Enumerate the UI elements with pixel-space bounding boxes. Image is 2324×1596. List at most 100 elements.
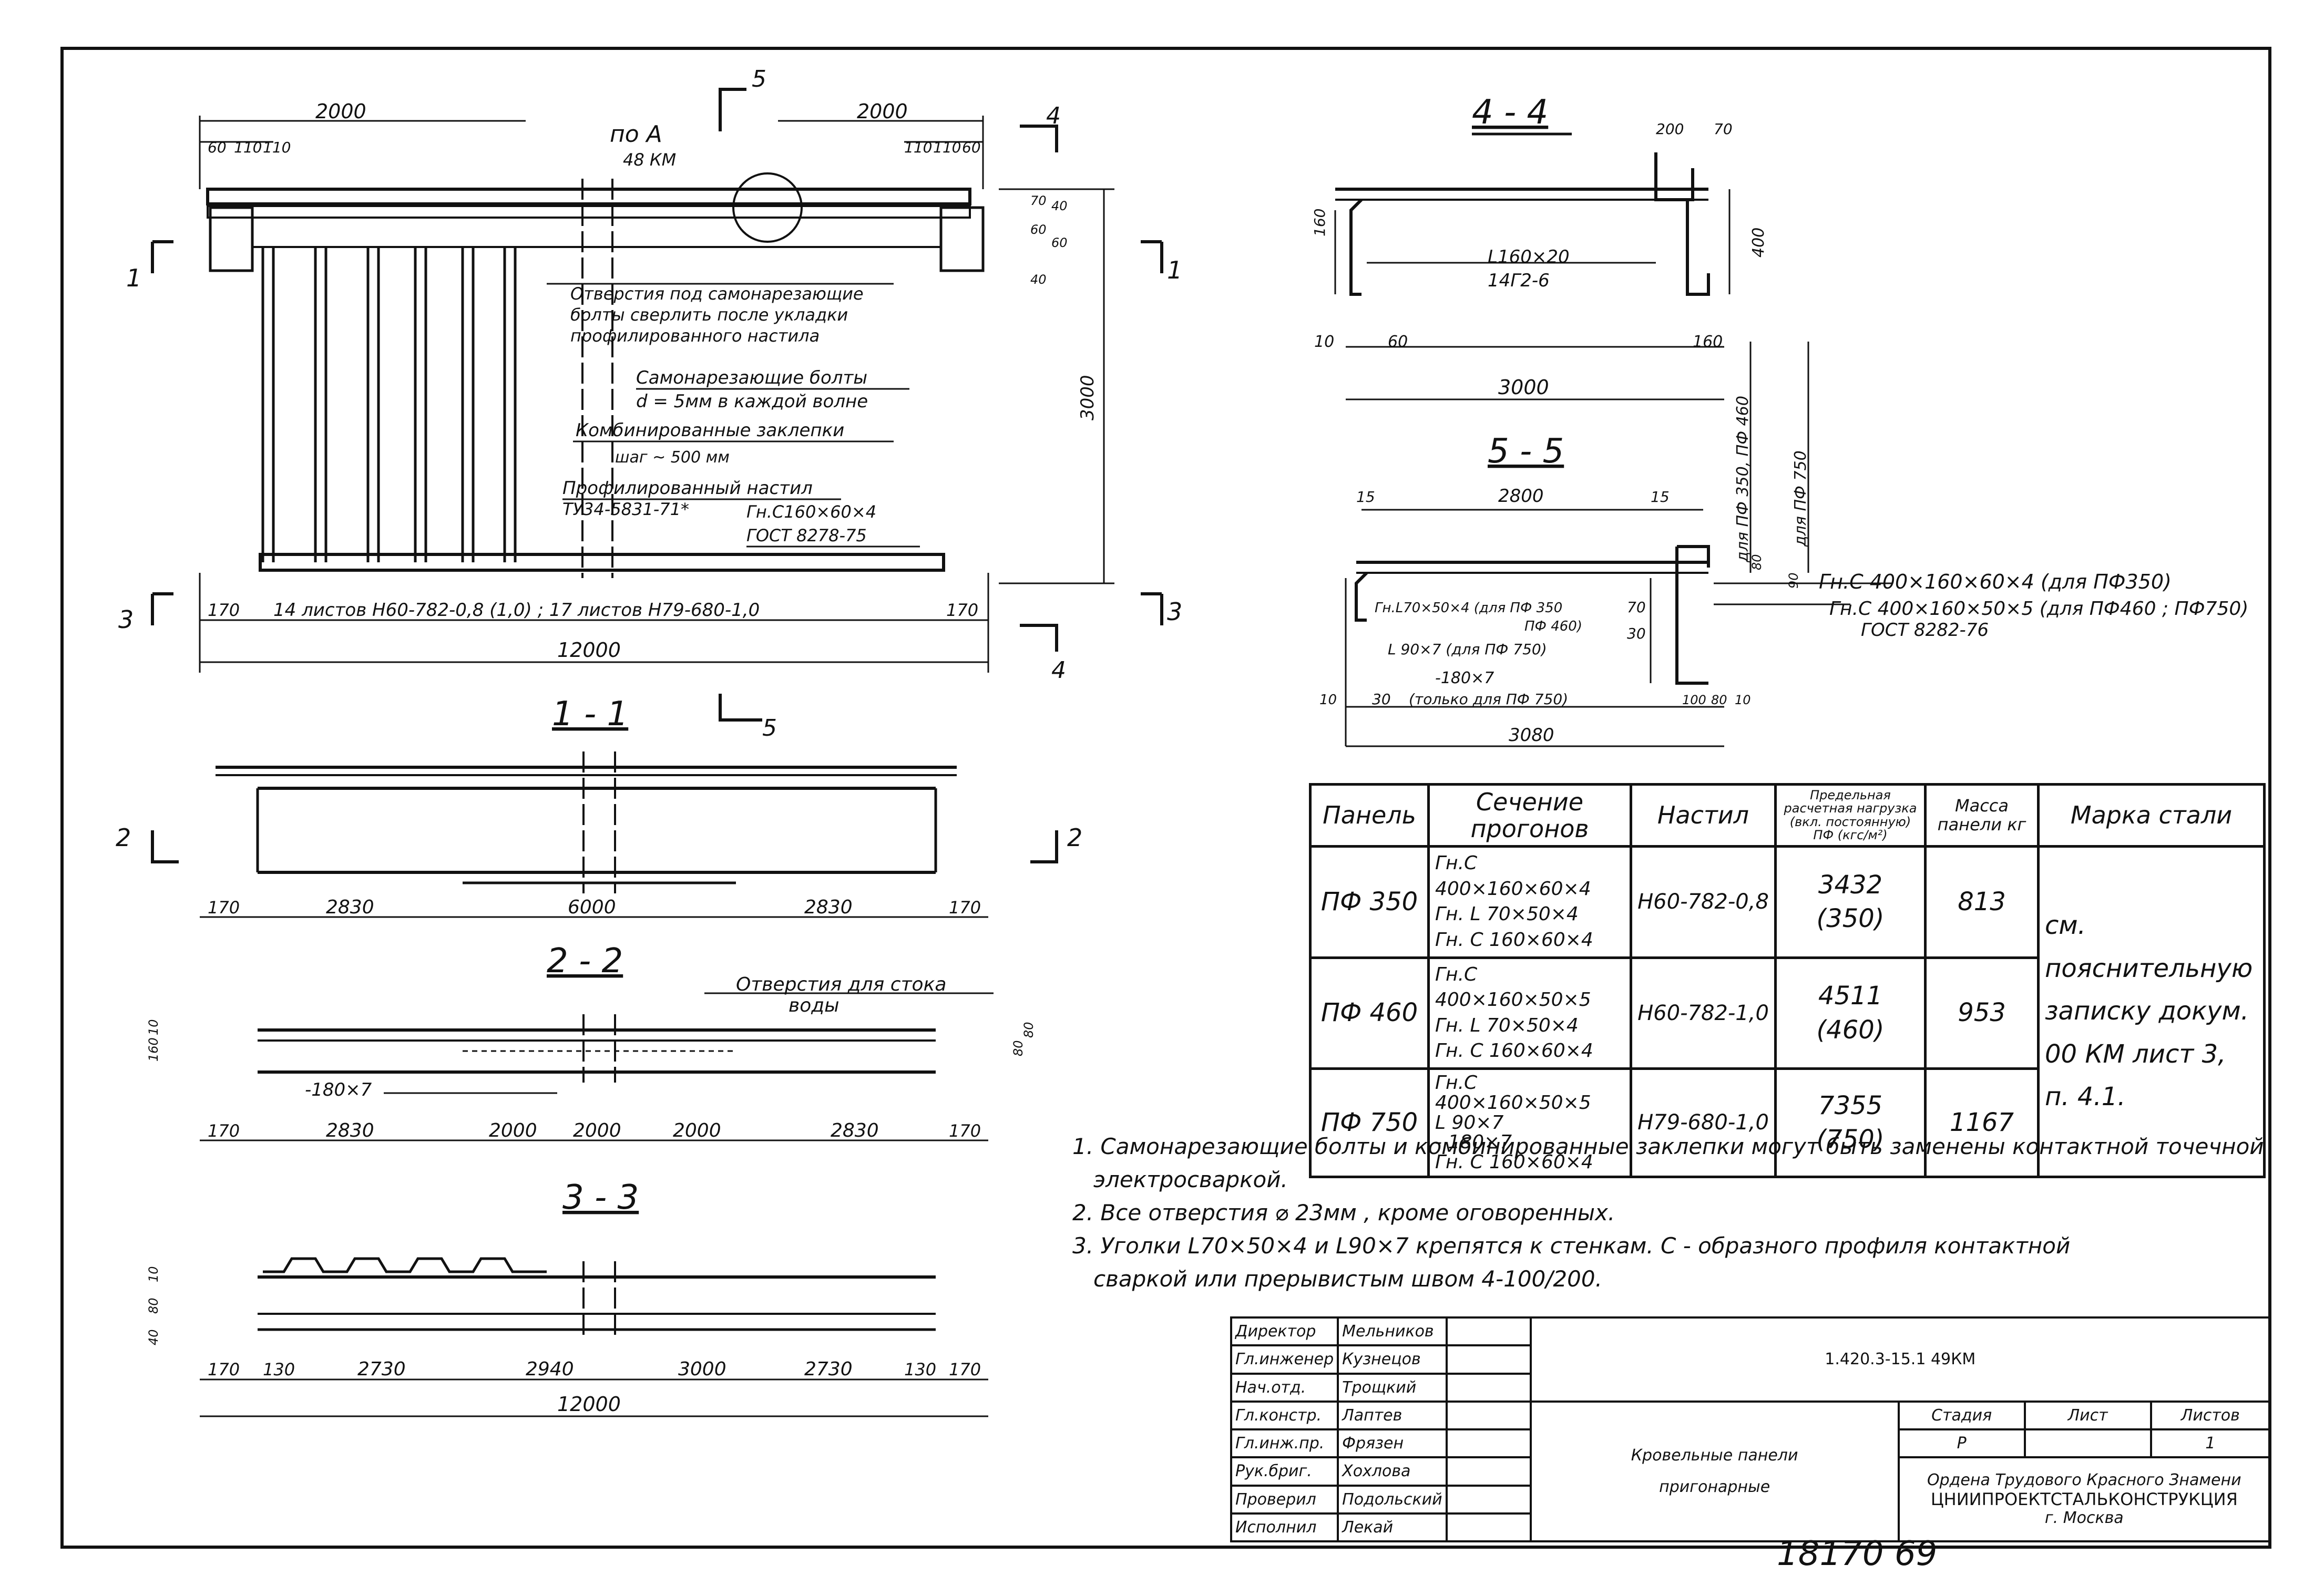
steel-note-line: записку докум. (2045, 996, 2249, 1026)
section-3-3-drawing (200, 1257, 988, 1417)
plan-note-deck-1: Профилированный настил (562, 478, 813, 499)
section-line: - 180×7 (1435, 1131, 1512, 1154)
section-line: Гн.С 400×160×50×5 (1435, 963, 1591, 1011)
sec11-dim-3: 2830 (804, 897, 853, 918)
sec33-dim-10: 10 (146, 1266, 161, 1282)
steel-note-line: п. 4.1. (2045, 1082, 2126, 1112)
sec22-dim-1: 2830 (326, 1120, 374, 1141)
plan-section-5: 5 (752, 66, 766, 92)
table-cell-load: 7355 (750) (1774, 1067, 1927, 1178)
load-value: 4511 (1818, 981, 1883, 1011)
sec55-dim-10: 10 (1319, 692, 1337, 708)
drawing-title-line: пригонарные (1659, 1477, 1770, 1496)
sec11-dim-0: 170 (208, 898, 240, 918)
sec44-angle-2: 14Г2-6 (1488, 270, 1550, 291)
stamp-col-sheets: Листов (2149, 1400, 2271, 1431)
stamp-name: Трощкий (1337, 1372, 1448, 1403)
plan-dim-r0: 70 (1030, 193, 1047, 208)
sec44-dim-400: 400 (1749, 228, 1768, 258)
stamp-sheets-value: 1 (2149, 1428, 2271, 1459)
stamp-name: Кузнецов (1337, 1344, 1448, 1375)
sec55-angle1-1: Гн.L70×50×4 (для ПФ 350 (1375, 600, 1562, 616)
organization: Ордена Трудового Красного Знамени ЦНИИПР… (1897, 1456, 2271, 1542)
table-row: ПФ 350 Гн.С 400×160×60×4 Гн. L 70×50×4 Г… (1309, 845, 2266, 1178)
sec44-angle-1: L160×20 (1488, 246, 1570, 267)
stamp-role: Гл.констр. (1230, 1400, 1339, 1431)
section-line: Гн. L 70×50×4 (1435, 1014, 1579, 1036)
table-header-deck: Настил (1630, 782, 1777, 848)
plan-note-holes-2: болты сверлить после укладки (570, 305, 848, 325)
panel-spec-table: Панель Сечение прогонов Настил Предельна… (1309, 782, 2266, 1178)
plan-note-holes-1: Отверстия под самонарезающие (570, 284, 864, 304)
table-row: ПФ 460 Гн.С 400×160×50×5 Гн. L 70×50×4 Г… (1309, 956, 2265, 1070)
note-line: электросваркой. (1093, 1167, 1288, 1192)
sec22-dim-4: 2000 (673, 1120, 721, 1141)
sec33-dim-0: 170 (208, 1360, 240, 1379)
table-cell-sections: Гн.С 400×160×60×4 Гн. L 70×50×4 Гн. С 16… (1427, 845, 1632, 959)
table-cell-load: 4511 (460) (1774, 956, 1927, 1070)
plan-note-bolts-2: d = 5мм в каждой волне (636, 391, 868, 412)
sec44-dim-10: 10 (1314, 333, 1334, 351)
note-line: сваркой или прерывистым швом 4-100/200. (1093, 1266, 1602, 1292)
table-cell-steel-note: см. пояснительную записку докум. 00 КМ л… (2037, 845, 2266, 1178)
sec55-channel-2: Гн.С 400×160×50×5 (для ПФ460 ; ПФ750) (1829, 598, 2248, 620)
table-header-sections: Сечение прогонов (1427, 782, 1632, 848)
table-header-steel: Марка стали (2037, 782, 2266, 848)
plan-dim-110c: 110 (904, 139, 932, 156)
plan-dim-height: 3000 (1077, 375, 1098, 420)
sec55-dim-2800: 2800 (1498, 486, 1544, 507)
plan-dim-total: 12000 (557, 639, 621, 662)
plan-view (151, 88, 1163, 722)
plan-note-holes-3: профилированного настила (570, 326, 820, 346)
sec22-dim-6: 170 (949, 1121, 981, 1141)
steel-note-line: 00 КМ лист 3, (2045, 1039, 2226, 1069)
sec55-channel-1: Гн.С 400×160×60×4 (для ПФ350) (1819, 570, 2172, 593)
stamp-name: Лаптев (1337, 1400, 1448, 1431)
sec11-section-2-right: 2 (1067, 823, 1082, 852)
stamp-signature (1445, 1484, 1532, 1515)
sec22-dim-2: 2000 (489, 1120, 537, 1141)
drawing-title: Кровельные панели пригонарные (1529, 1400, 1900, 1543)
plan-note-channel-1: Гн.С160×60×4 (746, 502, 876, 522)
load-value: 3432 (1818, 870, 1883, 900)
sec55-dim-30: 30 (1627, 625, 1646, 642)
plan-note-rivets-2: шаг ~ 500 мм (615, 448, 730, 467)
section-1-1-drawing (151, 751, 1058, 918)
sec55-dim-3080: 3080 (1509, 725, 1554, 746)
load-value-kgs: (350) (1816, 904, 1885, 934)
organization-line: г. Москва (2044, 1508, 2124, 1527)
sec55-dim-side-80: 80 (1749, 554, 1764, 570)
sec44-dim-60: 60 (1388, 333, 1408, 351)
sec55-dim-30b: 30 (1372, 691, 1391, 708)
table-header-row: Панель Сечение прогонов Настил Предельна… (1309, 782, 2266, 848)
sec22-plate: -180×7 (305, 1079, 372, 1100)
stamp-role: Гл.инженер (1230, 1344, 1339, 1375)
plan-dim-170-left: 170 (208, 600, 240, 620)
sec22-dim-10: 10 (146, 1019, 161, 1035)
stamp-col-sheet: Лист (2023, 1400, 2152, 1431)
sec55-plate-1: -180×7 (1435, 669, 1494, 687)
drawing-code: 1.420.3-15.1 49КМ (1529, 1316, 2271, 1403)
section-line: Гн.С 400×160×60×4 (1435, 852, 1591, 900)
plan-dim-top-right: 2000 (857, 100, 908, 123)
sec44-dim-200: 200 (1656, 120, 1684, 138)
sec22-dim-80a: 80 (1011, 1040, 1026, 1056)
sec44-dim-3000: 3000 (1498, 376, 1549, 399)
section-5-5-title: 5 - 5 (1488, 432, 1564, 471)
table-cell-load: 3432 (350) (1774, 845, 1927, 959)
table-cell-sections: Гн.С 400×160×50×5 Гн. L 70×50×4 Гн. С 16… (1427, 956, 1632, 1070)
stamp-sheet-value (2023, 1428, 2152, 1459)
sec22-drain-1: Отверстия для стока (736, 974, 946, 995)
sec11-dim-1: 2830 (326, 897, 374, 918)
table-cell-mass: 953 (1924, 956, 2040, 1070)
plan-callout-a-sub: 48 КМ (623, 150, 676, 170)
plan-dim-r1: 40 (1051, 199, 1068, 213)
plan-note-channel-2: ГОСТ 8278-75 (746, 526, 867, 545)
title-block: Директор Мельников 1.420.3-15.1 49КМ Гл.… (1230, 1316, 2271, 1543)
plan-section-1-left: 1 (126, 264, 141, 292)
sec33-dim-total: 12000 (557, 1393, 621, 1416)
table-cell-mass: 1167 (1924, 1067, 2040, 1178)
plan-sheets-text: 14 листов Н60-782-0,8 (1,0) ; 17 листов … (273, 600, 760, 621)
sec33-dim-4: 3000 (678, 1358, 726, 1380)
sec44-dim-160: 160 (1311, 209, 1328, 236)
